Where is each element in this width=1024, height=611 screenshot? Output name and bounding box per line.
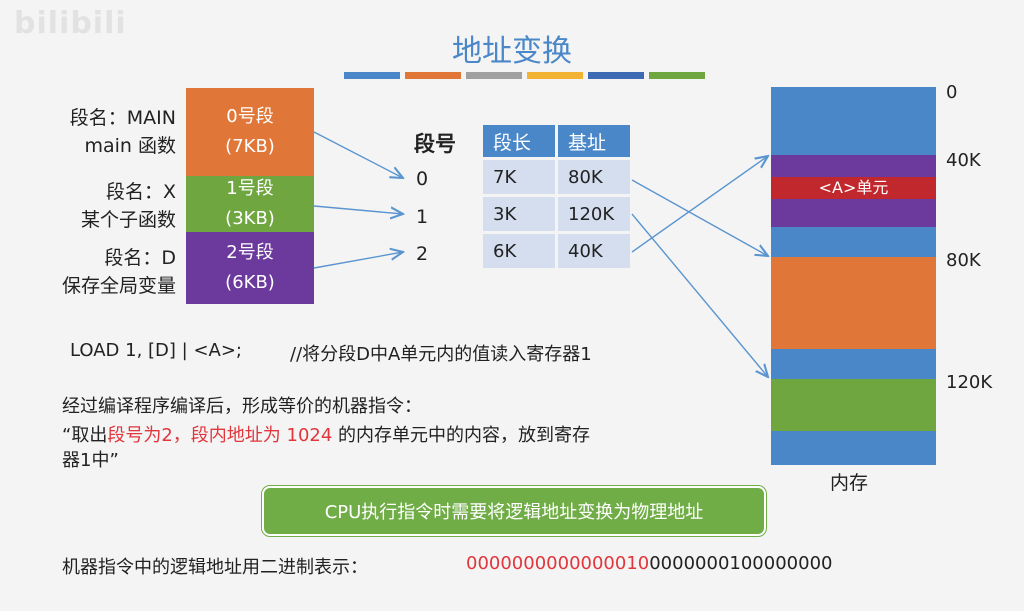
address-40k: 40K [946,150,981,171]
length-cell: 3K [483,197,555,231]
stripe-2 [405,72,461,79]
callout-box: CPU执行指令时需要将逻辑地址变换为物理地址 [262,486,766,536]
segment-1-title: 1号段 [226,178,274,199]
stripe-1 [344,72,400,79]
segment-2-name: 段名：D [104,247,176,269]
segment-number-header: 段号 [414,132,456,156]
segment-2-box: 2号段 (6KB) [186,232,314,304]
segment-0-desc: main 函数 [84,135,176,157]
base-cell: 40K [558,234,630,268]
base-header: 基址 [558,125,630,157]
memory-label: 内存 [830,472,869,494]
memory-unit-a: <A>单元 [771,177,936,199]
segment-1-size: (3KB) [225,208,275,229]
stripe-4 [527,72,583,79]
quote-line-1: “取出段号为2，段内地址为 1024 的内存单元中的内容，放到寄存 [62,421,590,447]
quote-highlight: 段号为2，段内地址为 1024 [107,425,333,446]
compile-text: 经过编译程序编译后，形成等价的机器指令： [62,396,422,417]
length-cell: 6K [483,234,555,268]
memory-free-middle [771,227,936,257]
segment-0-name: 段名：MAIN [69,107,176,129]
segment-0-title: 0号段 [226,106,274,127]
segment-table-header: 段长 基址 [483,125,630,157]
address-80k: 80K [946,250,981,271]
arrow-seg0-to-num0 [313,131,403,178]
segment-1-box: 1号段 (3KB) [186,176,314,232]
table-row: 7K 80K [483,160,630,194]
memory-free-top [771,87,936,155]
memory-free-lower [771,349,936,379]
segment-number-2: 2 [416,243,429,265]
segment-2-title: 2号段 [226,242,274,263]
binary-segment-bits: 0000000000000010 [466,553,650,574]
instruction-text: LOAD 1, [D] | <A>; [70,340,242,361]
bilibili-watermark: bilibili [14,6,127,41]
length-cell: 7K [483,160,555,194]
page-title: 地址变换 [452,34,572,69]
instruction-comment: //将分段D中A单元内的值读入寄存器1 [290,344,592,365]
table-row: 3K 120K [483,197,630,231]
stripe-5 [588,72,644,79]
memory-segment-2-bottom [771,199,936,227]
binary-offset-bits: 0000000100000000 [649,553,833,574]
memory-free-bottom [771,431,936,465]
segment-1-label: 段名：X 某个子函数 [6,178,176,234]
arrow-seg1-to-num1 [313,205,403,214]
arrow-row0-to-80k [631,179,768,256]
segment-2-desc: 保存全局变量 [61,275,176,297]
stripe-3 [466,72,522,79]
segment-0-label: 段名：MAIN main 函数 [6,104,176,160]
segment-number-0: 0 [416,168,429,190]
segment-2-label: 段名：D 保存全局变量 [6,244,176,300]
memory-segment-1 [771,379,936,431]
address-0: 0 [946,82,958,103]
segment-1-name: 段名：X [105,181,176,203]
segment-0-box: 0号段 (7KB) [186,88,314,176]
base-cell: 80K [558,160,630,194]
address-120k: 120K [946,372,993,393]
arrow-seg2-to-num2 [313,252,403,269]
segment-table: 段长 基址 7K 80K 3K 120K 6K 40K [480,122,633,271]
memory-segment-2-top [771,155,936,177]
segment-1-desc: 某个子函数 [80,209,176,231]
segment-0-size: (7KB) [225,136,275,157]
arrow-row1-to-120k [631,213,768,377]
table-row: 6K 40K [483,234,630,268]
quote-line-2: 器1中” [62,450,119,471]
binary-label: 机器指令中的逻辑地址用二进制表示： [62,557,368,578]
base-cell: 120K [558,197,630,231]
segment-2-size: (6KB) [225,272,275,293]
length-header: 段长 [483,125,555,157]
segment-number-1: 1 [416,206,429,228]
quote-prefix: “取出 [62,425,108,446]
stripe-6 [649,72,705,79]
memory-segment-0 [771,257,936,349]
binary-address: 00000000000000100000000100000000 [466,553,832,574]
quote-suffix: 的内存单元中的内容，放到寄存 [332,425,591,446]
arrow-row2-to-40k [631,156,768,253]
